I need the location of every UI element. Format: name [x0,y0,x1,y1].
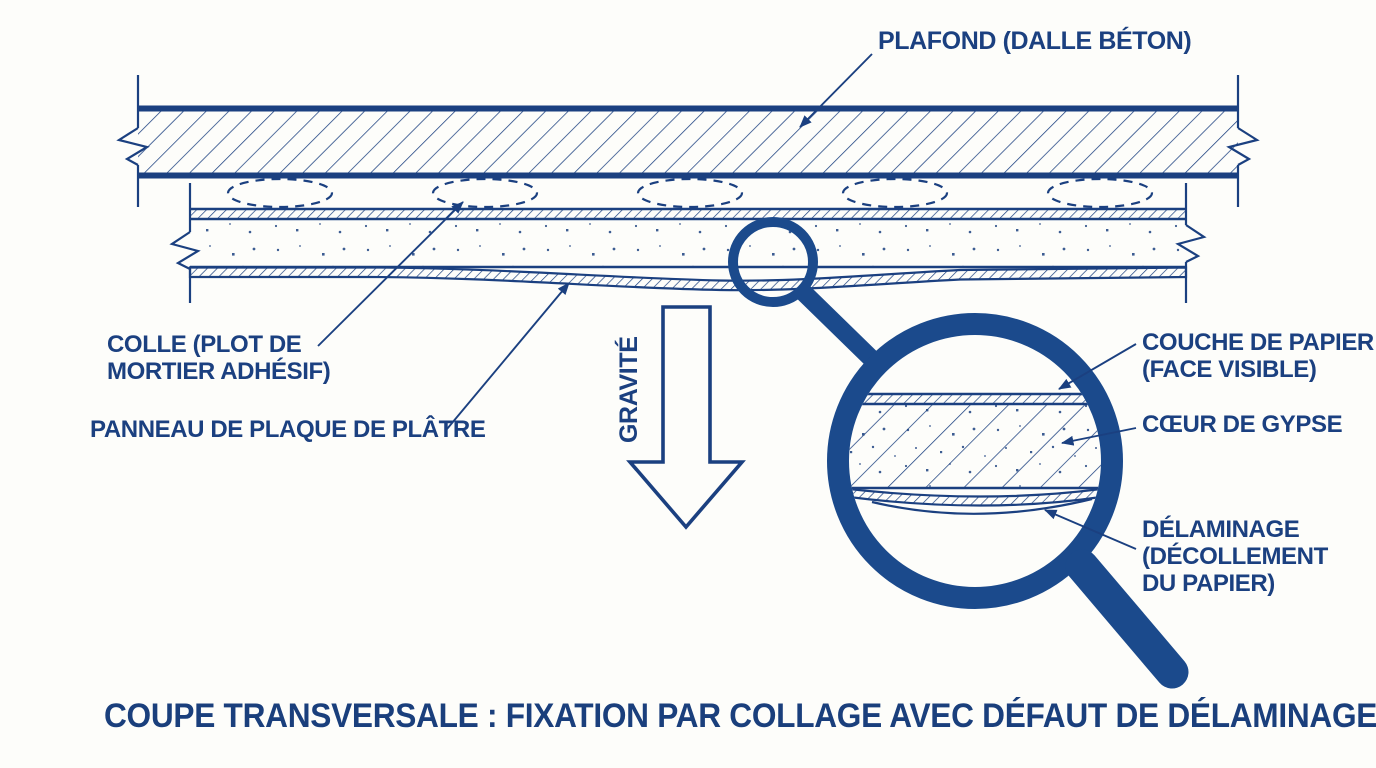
label-couche-line2: (FACE VISIBLE) [1142,356,1317,383]
label-colle-line1: COLLE (PLOT DE [107,331,302,358]
concrete-slab [116,75,1260,207]
lens-leader-lines [1044,343,1137,550]
plafond-leader-arrow [799,53,873,128]
label-gravite: GRAVITÉ [615,336,643,443]
label-colle-line2: MORTIER ADHÉSIF) [107,358,331,385]
label-couche-papier: COUCHE DE PAPIER (FACE VISIBLE) [1142,329,1374,383]
adhesive-dabs [226,177,1154,209]
label-coeur-gypse: CŒUR DE GYPSE [1142,411,1343,438]
label-delaminage: DÉLAMINAGE (DÉCOLLEMENT DU PAPIER) [1142,516,1328,597]
label-delaminage-line1: DÉLAMINAGE [1142,516,1300,543]
highlight-circle-icon [728,217,818,307]
gravity-arrow-icon [626,305,746,530]
magnified-layers [849,392,1101,515]
label-delaminage-line2: (DÉCOLLEMENT [1142,543,1328,570]
label-delaminage-line3: DU PAPIER) [1142,570,1275,597]
label-couche-line1: COUCHE DE PAPIER [1142,329,1374,356]
leader-lines [317,53,873,430]
coeur-leader-arrow [1061,427,1137,446]
label-panneau: PANNEAU DE PLAQUE DE PLÂTRE [90,416,486,443]
label-plafond: PLAFOND (DALLE BÉTON) [878,27,1192,55]
couche-leader-arrow [1058,343,1137,390]
label-colle: COLLE (PLOT DE MORTIER ADHÉSIF) [107,331,331,385]
plasterboard-panel [169,183,1207,303]
panneau-leader-arrow [446,282,570,430]
delaminated-paper-layer [188,266,1188,292]
delaminage-leader-arrow [1044,509,1137,550]
magnifier-icon [728,217,1189,689]
colle-leader-arrow [317,201,464,347]
diagram-title: COUPE TRANSVERSALE : FIXATION PAR COLLAG… [104,697,1376,735]
